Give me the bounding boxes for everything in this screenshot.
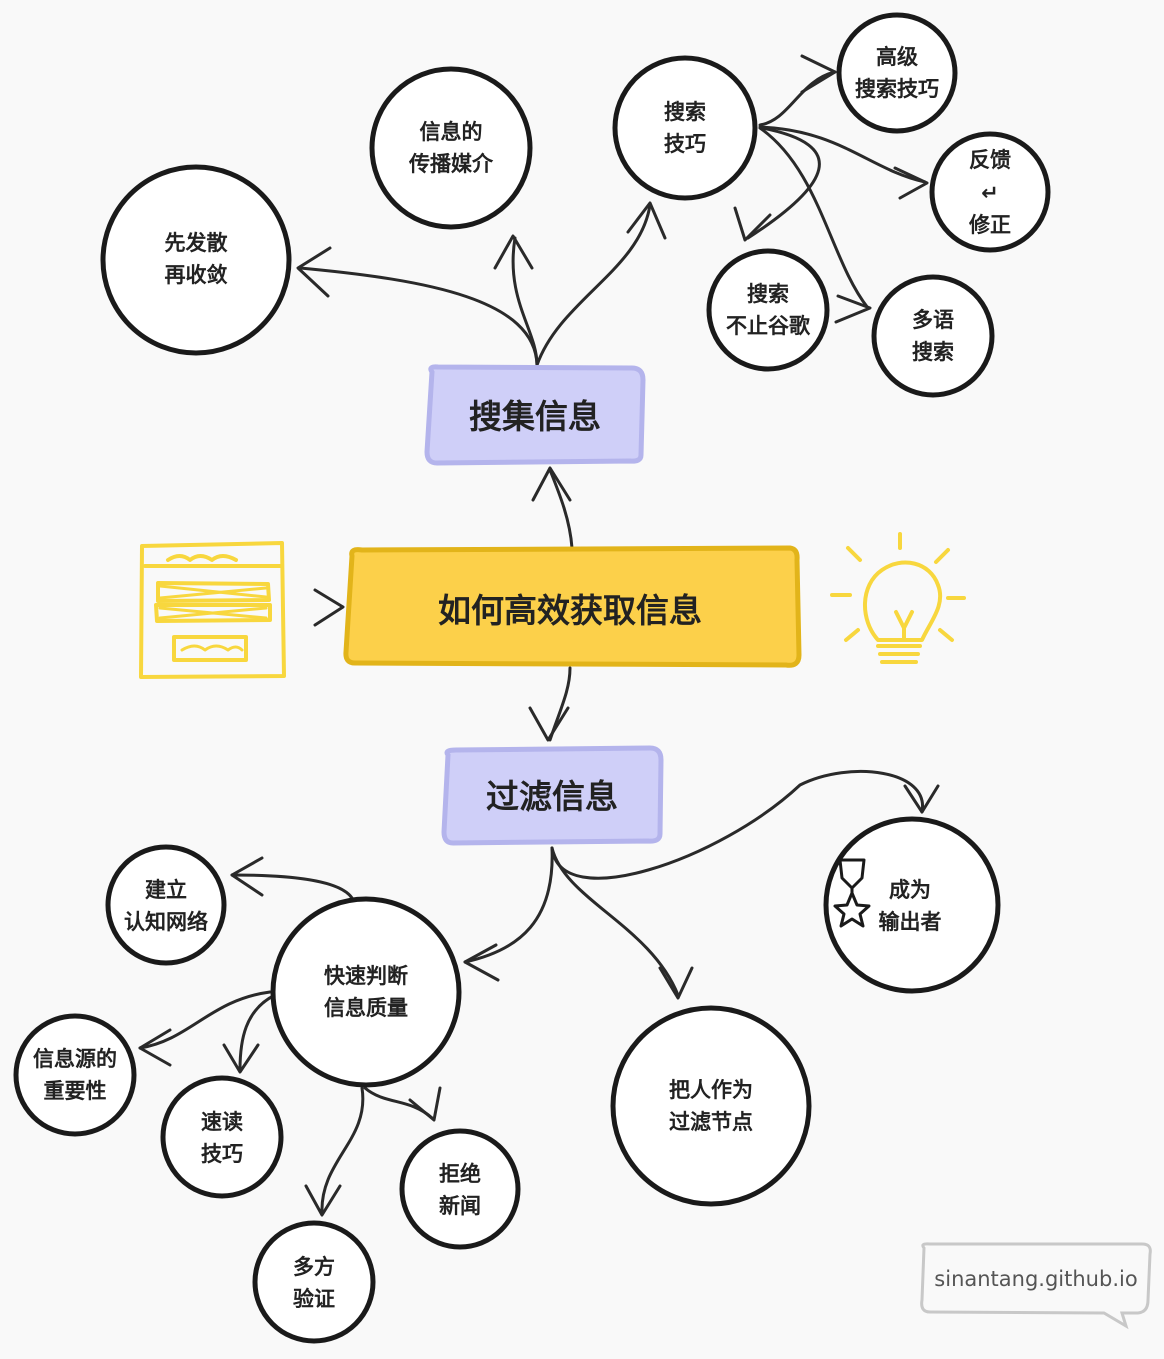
node-speed-circle — [160, 1075, 284, 1199]
node-output: 成为 输出者 — [823, 816, 1001, 994]
edge-filter-judge — [463, 846, 554, 964]
edge-gather-skills — [535, 203, 652, 367]
edge-skills-notgoogle — [746, 126, 821, 240]
node-verify-line2: 验证 — [293, 1287, 335, 1311]
gather-label: 搜集信息 — [469, 397, 601, 436]
filter-box — [441, 745, 664, 846]
edge-judge-verify — [320, 1086, 365, 1215]
branch-gather: 搜集信息 — [424, 364, 646, 466]
node-network-line1: 建立 — [145, 878, 187, 902]
node-network: 建立 认知网络 — [105, 844, 227, 966]
node-person-circle — [610, 1005, 812, 1207]
node-feedback-line1: 反馈 — [969, 148, 1011, 172]
node-feedback-line3: 修正 — [968, 213, 1011, 237]
node-media-line2: 传播媒介 — [408, 152, 494, 176]
node-source-line2: 重要性 — [44, 1079, 107, 1103]
edge-skills-feedback — [758, 125, 927, 184]
node-output-line2: 输出者 — [879, 910, 942, 934]
node-verify: 多方 验证 — [252, 1220, 376, 1344]
node-speed-line2: 技巧 — [201, 1142, 243, 1166]
node-feedback-circle — [929, 131, 1051, 253]
edge-gather-diverge — [298, 266, 539, 367]
node-advanced-line2: 搜索技巧 — [855, 77, 939, 101]
edge-center-gather — [548, 468, 574, 550]
node-output-circle — [823, 816, 1001, 994]
node-advanced: 高级 搜索技巧 — [836, 12, 958, 134]
node-not-google-line2: 不止谷歌 — [726, 314, 811, 338]
lightbulb-icon — [830, 532, 966, 664]
node-search-skills-line1: 搜索 — [664, 100, 706, 124]
edge-filter-person — [550, 846, 680, 997]
node-judge-circle — [270, 896, 462, 1088]
node-judge-line1: 快速判断 — [324, 964, 408, 988]
node-network-circle — [105, 844, 227, 966]
document-icon — [139, 541, 286, 679]
node-verify-circle — [252, 1220, 376, 1344]
watermark: sinantang.github.io — [920, 1242, 1152, 1330]
edge-filter-output — [550, 769, 924, 880]
node-diverge-circle — [100, 164, 292, 356]
node-person-line1: 把人作为 — [669, 1078, 753, 1102]
node-diverge: 先发散 再收敛 — [100, 164, 292, 356]
node-person: 把人作为 过滤节点 — [610, 1005, 812, 1207]
node-feedback: 反馈 ↵ 修正 — [929, 131, 1051, 253]
node-speed: 速读 技巧 — [160, 1075, 284, 1199]
node-search-skills: 搜索 技巧 — [612, 55, 758, 201]
node-diverge-line2: 再收敛 — [165, 263, 228, 287]
gather-box — [424, 364, 646, 466]
watermark-text: sinantang.github.io — [934, 1267, 1137, 1291]
edges — [138, 54, 940, 1217]
node-media-circle — [369, 66, 533, 230]
edge-doc-center — [313, 588, 345, 627]
node-person-line2: 过滤节点 — [669, 1110, 753, 1134]
node-reject-circle — [399, 1128, 521, 1250]
node-advanced-circle — [836, 12, 958, 134]
node-multilang-line1: 多语 — [912, 308, 954, 332]
node-search-skills-circle — [612, 55, 758, 201]
edge-judge-network — [230, 873, 354, 900]
node-advanced-line1: 高级 — [876, 45, 918, 69]
center-box — [343, 545, 802, 668]
node-search-skills-line2: 技巧 — [664, 132, 706, 156]
node-not-google: 搜索 不止谷歌 — [706, 248, 830, 372]
node-source: 信息源的 重要性 — [13, 1013, 137, 1137]
node-source-line1: 信息源的 — [33, 1047, 117, 1071]
filter-label: 过滤信息 — [486, 777, 618, 816]
node-media-line1: 信息的 — [420, 120, 483, 144]
node-judge-line2: 信息质量 — [324, 996, 408, 1020]
node-multilang-circle — [871, 274, 995, 398]
node-multilang: 多语 搜索 — [871, 274, 995, 398]
branch-filter: 过滤信息 — [441, 745, 664, 846]
medal-icon — [833, 858, 871, 928]
node-not-google-circle — [706, 248, 830, 372]
edge-gather-media — [511, 236, 539, 367]
node-not-google-line1: 搜索 — [747, 282, 789, 306]
edge-judge-source — [138, 990, 272, 1050]
node-media: 信息的 传播媒介 — [369, 66, 533, 230]
node-judge: 快速判断 信息质量 — [270, 896, 462, 1088]
node-source-circle — [13, 1013, 137, 1137]
node-verify-line1: 多方 — [293, 1255, 335, 1279]
edge-judge-reject — [363, 1086, 434, 1120]
return-icon: ↵ — [981, 181, 999, 205]
edge-skills-advanced — [758, 70, 837, 127]
center-node: 如何高效获取信息 — [343, 545, 802, 668]
node-output-line1: 成为 — [889, 878, 931, 902]
node-diverge-line1: 先发散 — [165, 231, 228, 255]
node-reject: 拒绝 新闻 — [399, 1128, 521, 1250]
node-speed-line1: 速读 — [201, 1110, 243, 1134]
node-network-line2: 认知网络 — [124, 910, 208, 934]
node-reject-line2: 新闻 — [439, 1194, 481, 1218]
edge-judge-speed — [238, 993, 277, 1072]
center-label: 如何高效获取信息 — [438, 591, 702, 630]
node-multilang-line2: 搜索 — [912, 340, 954, 364]
edge-skills-multilang — [758, 126, 870, 310]
node-reject-line1: 拒绝 — [439, 1162, 481, 1186]
